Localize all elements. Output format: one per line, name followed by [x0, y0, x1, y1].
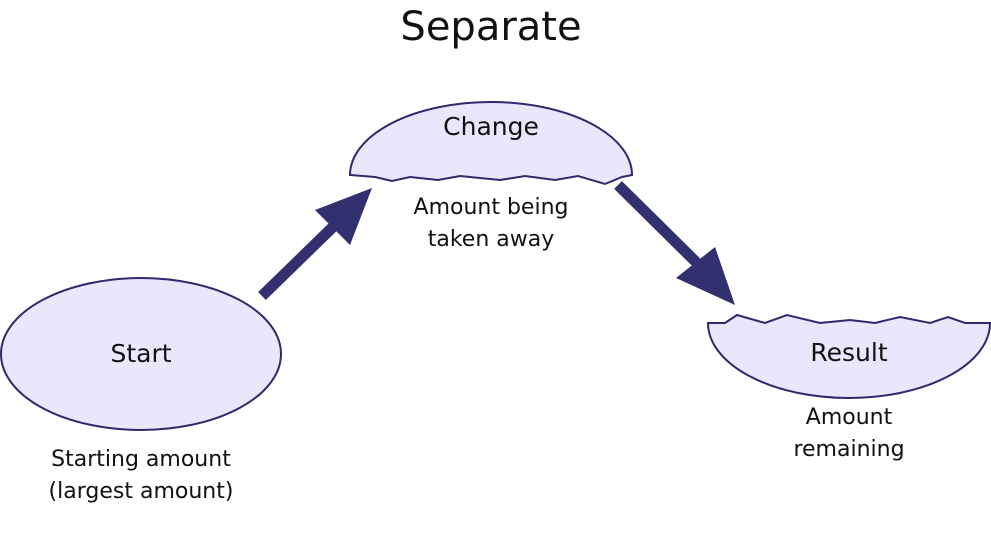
change-shape	[348, 101, 634, 186]
diagram-title: Separate	[400, 4, 581, 50]
start-caption-line2: (largest amount)	[49, 479, 234, 504]
arrow-start-to-change	[258, 188, 372, 300]
change-label: Change	[443, 112, 539, 141]
result-caption-line2: remaining	[793, 437, 904, 462]
change-caption-line1: Amount being	[414, 195, 569, 220]
result-caption-line1: Amount	[806, 405, 893, 430]
result-label: Result	[810, 338, 887, 367]
start-shape	[0, 277, 282, 431]
arrow-change-to-result	[614, 181, 735, 305]
start-caption-line1: Starting amount	[51, 447, 231, 472]
result-shape	[706, 313, 991, 399]
change-caption-line2: taken away	[428, 227, 555, 252]
start-label: Start	[110, 339, 171, 368]
